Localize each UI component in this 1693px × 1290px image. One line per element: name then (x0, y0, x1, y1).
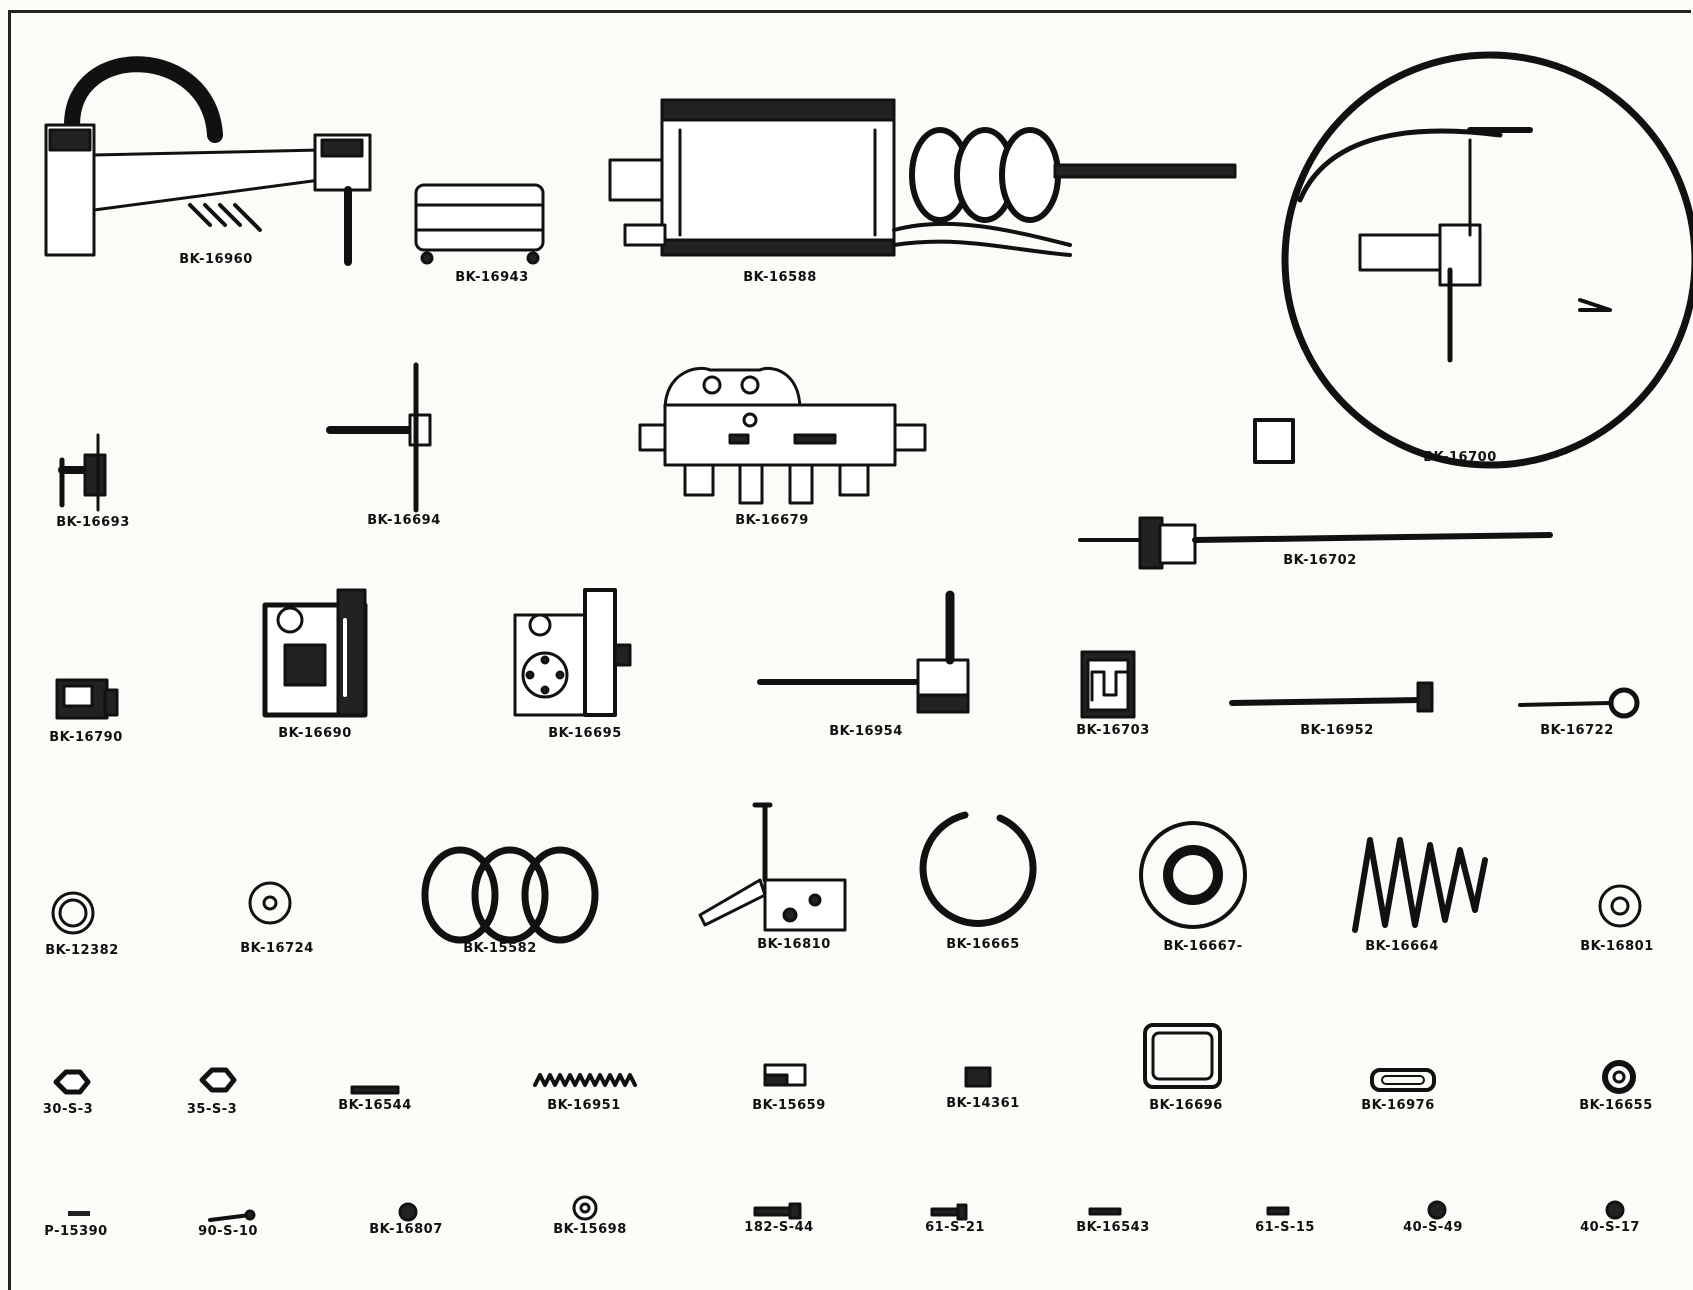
part-label-bk-16543: BK-16543 (1076, 1220, 1150, 1235)
part-bk-16696-drawing (1143, 1023, 1222, 1089)
part-label-bk-16807: BK-16807 (369, 1222, 443, 1237)
part-bk-16700-drawing (1253, 51, 1693, 469)
part-bk-16690-drawing (262, 588, 368, 718)
part-61-s-15-drawing (1266, 1206, 1290, 1216)
part-label-bk-16665: BK-16665 (946, 937, 1020, 952)
part-bk-16952-drawing (1229, 681, 1434, 713)
part-bk-16943-drawing (414, 183, 545, 265)
part-bk-16588-drawing (608, 98, 1237, 257)
part-label-bk-16703: BK-16703 (1076, 723, 1150, 738)
part-label-bk-16664: BK-16664 (1365, 939, 1439, 954)
part-35-s-3-drawing (199, 1067, 237, 1093)
part-p-15390-drawing (68, 1211, 90, 1216)
part-label-bk-16724: BK-16724 (240, 941, 314, 956)
part-40-s-49-drawing (1427, 1200, 1447, 1220)
part-bk-16543-drawing (1088, 1207, 1122, 1216)
part-label-40-s-17: 40-S-17 (1580, 1220, 1640, 1235)
part-label-bk-14361: BK-14361 (946, 1096, 1020, 1111)
part-bk-16960-drawing (44, 56, 372, 266)
part-bk-16976-drawing (1370, 1068, 1436, 1092)
part-label-bk-16702: BK-16702 (1283, 553, 1357, 568)
part-30-s-3-drawing (53, 1069, 91, 1095)
part-bk-16679-drawing (638, 366, 927, 505)
part-bk-16810-drawing (698, 802, 847, 932)
part-bk-16693-drawing (58, 433, 107, 512)
part-label-90-s-10: 90-S-10 (198, 1224, 258, 1239)
part-bk-15659-drawing (763, 1063, 807, 1087)
part-label-bk-16976: BK-16976 (1361, 1098, 1435, 1113)
part-bk-16694-drawing (326, 362, 432, 513)
part-label-bk-16667: BK-16667- (1163, 939, 1243, 954)
part-bk-16664-drawing (1352, 837, 1488, 933)
part-bk-16544-drawing (350, 1085, 400, 1095)
part-label-40-s-49: 40-S-49 (1403, 1220, 1463, 1235)
part-label-bk-16810: BK-16810 (757, 937, 831, 952)
part-label-bk-16679: BK-16679 (735, 513, 809, 528)
part-label-bk-16943: BK-16943 (455, 270, 529, 285)
part-label-bk-15698: BK-15698 (553, 1222, 627, 1237)
part-label-bk-16690: BK-16690 (278, 726, 352, 741)
part-label-bk-16693: BK-16693 (56, 515, 130, 530)
part-label-bk-15582: BK-15582 (463, 941, 537, 956)
part-label-bk-16952: BK-16952 (1300, 723, 1374, 738)
part-182-s-44-drawing (753, 1202, 802, 1220)
part-label-bk-16694: BK-16694 (367, 513, 441, 528)
part-label-bk-16544: BK-16544 (338, 1098, 412, 1113)
part-label-35-s-3: 35-S-3 (186, 1102, 238, 1117)
part-label-bk-16951: BK-16951 (547, 1098, 621, 1113)
part-bk-16807-drawing (398, 1202, 418, 1222)
part-bk-16801-drawing (1598, 884, 1642, 928)
part-bk-16790-drawing (55, 678, 119, 720)
part-bk-16954-drawing (757, 590, 970, 714)
part-bk-16702-drawing (1078, 516, 1553, 570)
part-label-bk-16696: BK-16696 (1149, 1098, 1223, 1113)
part-bk-16665-drawing (919, 811, 1037, 927)
part-bk-16695-drawing (513, 588, 632, 717)
illustration-frame (8, 10, 1691, 1290)
part-label-61-s-15: 61-S-15 (1255, 1220, 1315, 1235)
part-label-61-s-21: 61-S-21 (925, 1220, 985, 1235)
part-label-bk-16695: BK-16695 (548, 726, 622, 741)
part-bk-16655-drawing (1602, 1060, 1636, 1094)
part-61-s-21-drawing (930, 1203, 968, 1221)
part-label-bk-16722: BK-16722 (1540, 723, 1614, 738)
part-label-bk-16960: BK-16960 (179, 252, 253, 267)
part-bk-16667-drawing (1139, 821, 1247, 929)
part-bk-15582-drawing (421, 846, 599, 944)
part-label-182-s-44: 182-S-44 (744, 1220, 814, 1235)
part-label-30-s-3: 30-S-3 (42, 1102, 94, 1117)
part-bk-16951-drawing (533, 1073, 637, 1087)
part-label-bk-12382: BK-12382 (45, 943, 119, 958)
part-label-bk-16801: BK-16801 (1580, 939, 1654, 954)
part-label-bk-16700: BK-16700 (1423, 450, 1497, 465)
part-bk-14361-drawing (964, 1066, 992, 1088)
part-label-bk-16588: BK-16588 (743, 270, 817, 285)
part-90-s-10-drawing (208, 1209, 256, 1222)
part-label-bk-16954: BK-16954 (829, 724, 903, 739)
part-40-s-17-drawing (1605, 1200, 1625, 1220)
part-bk-15698-drawing (572, 1195, 598, 1221)
part-label-bk-16655: BK-16655 (1579, 1098, 1653, 1113)
part-label-bk-16790: BK-16790 (49, 730, 123, 745)
part-bk-12382-drawing (51, 891, 95, 935)
part-bk-16703-drawing (1080, 650, 1136, 719)
part-bk-16722-drawing (1518, 687, 1640, 719)
part-label-bk-15659: BK-15659 (752, 1098, 826, 1113)
part-label-p-15390: P-15390 (44, 1224, 108, 1239)
part-bk-16724-drawing (248, 881, 292, 925)
